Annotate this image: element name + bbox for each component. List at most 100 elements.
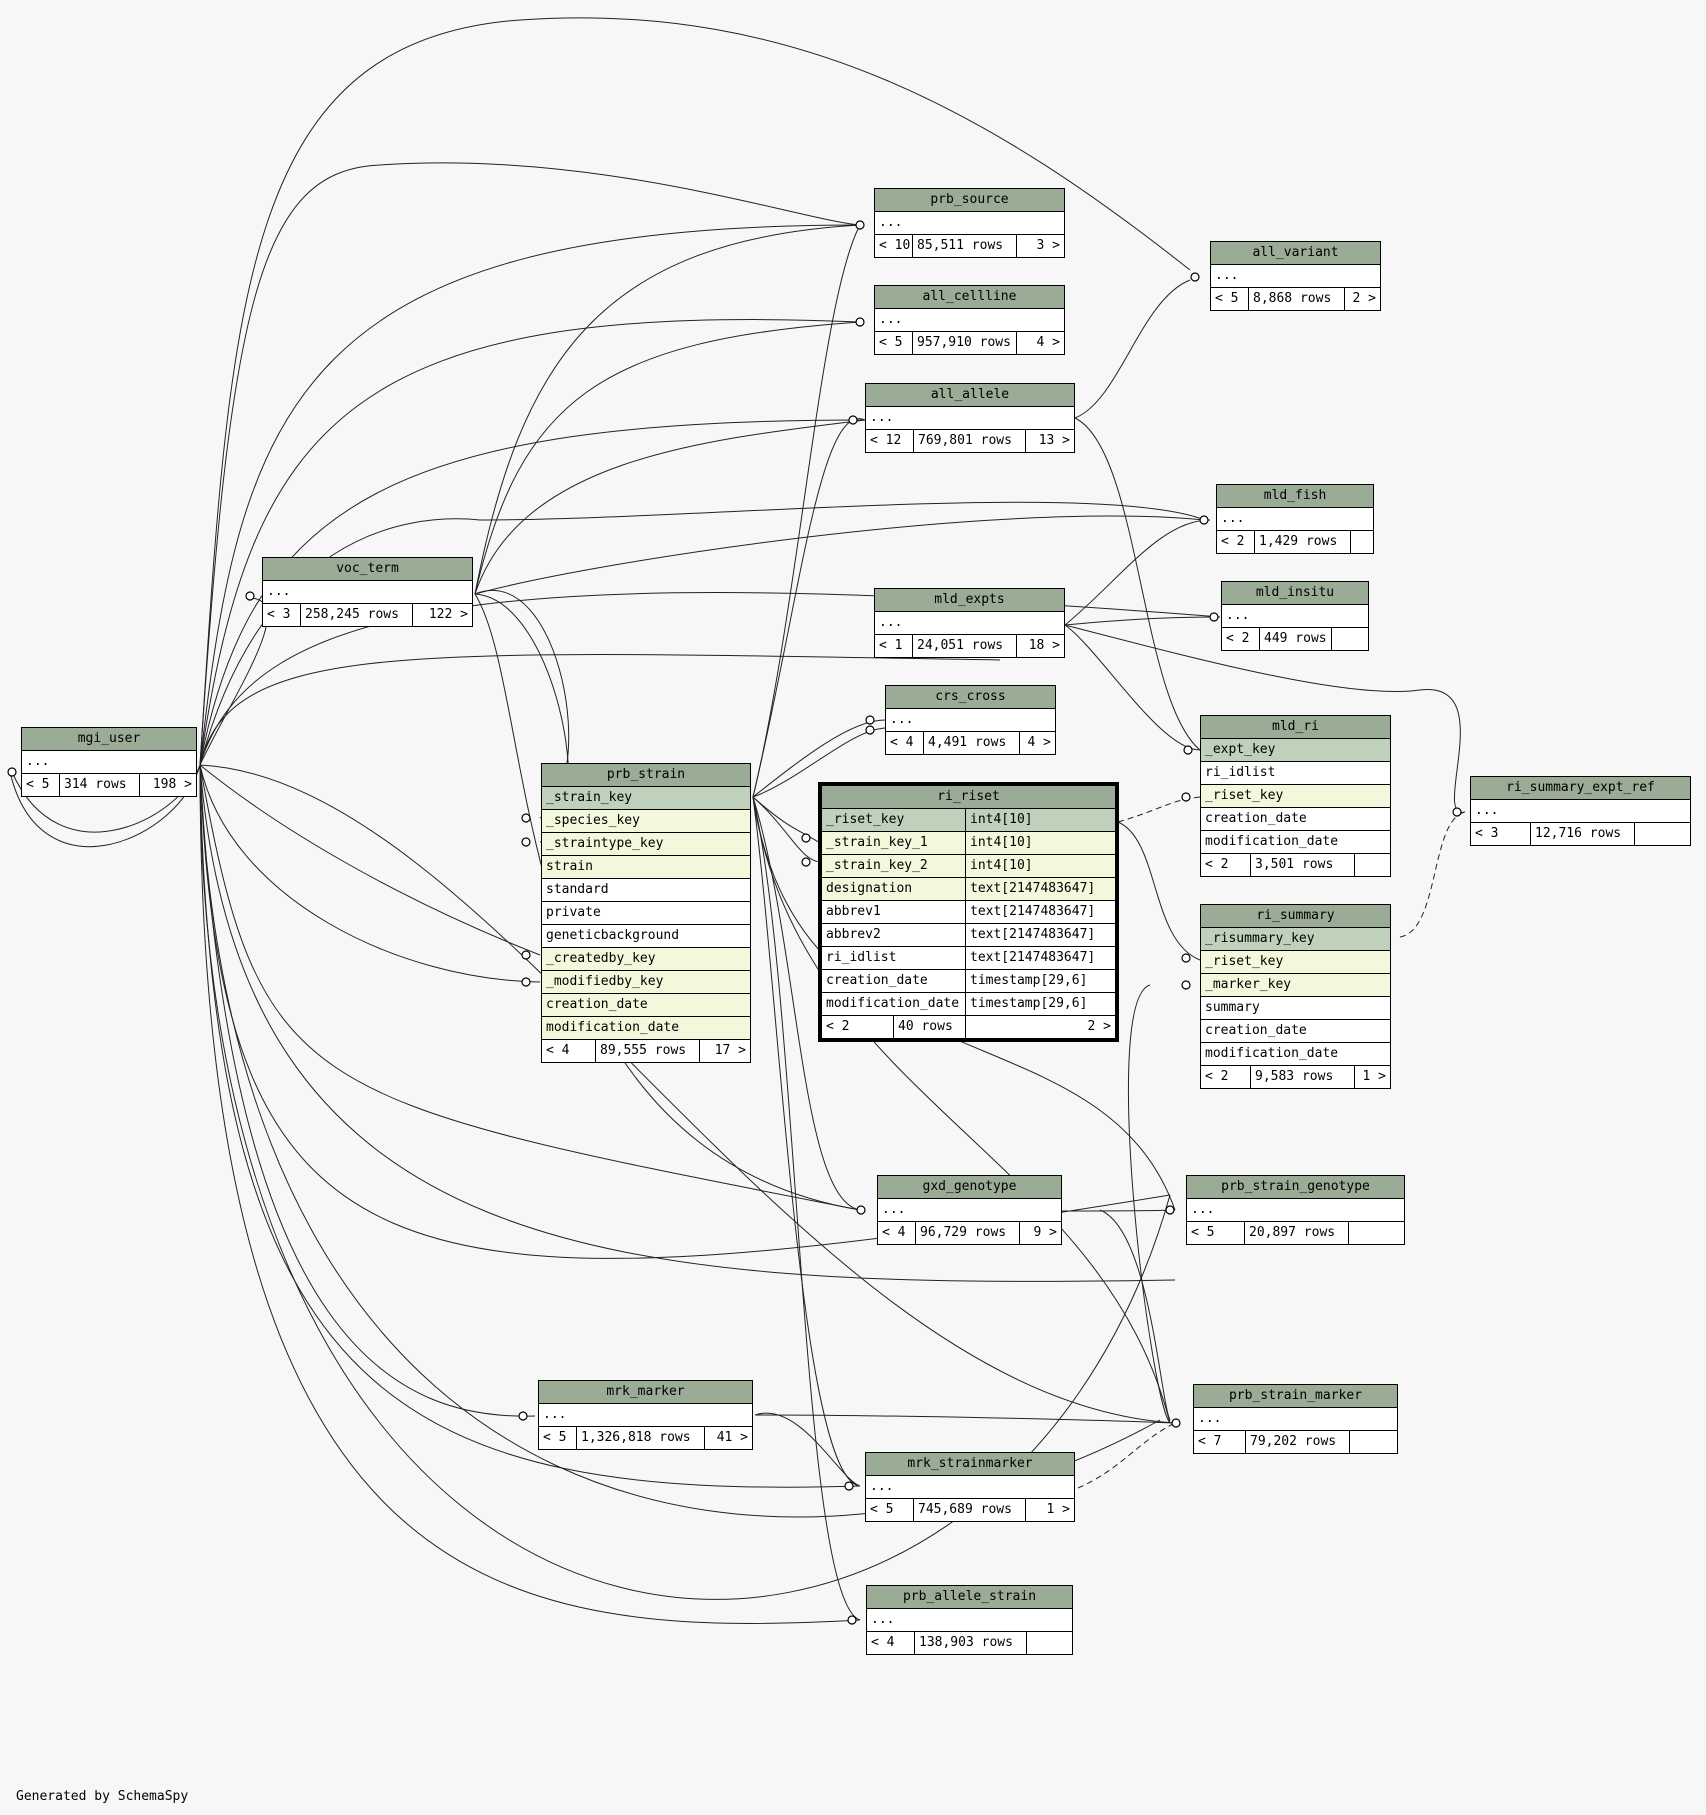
column-row[interactable]: _strain_key bbox=[542, 787, 750, 810]
parent-count[interactable]: < 7 bbox=[1194, 1431, 1246, 1453]
column-row[interactable]: geneticbackground bbox=[542, 925, 750, 948]
column-type: int4[10] bbox=[970, 835, 1033, 850]
table-mld-fish[interactable]: mld_fish ... < 2 1,429 rows bbox=[1216, 484, 1374, 554]
column-row[interactable]: _risummary_key bbox=[1201, 928, 1390, 951]
parent-count[interactable]: < 12 bbox=[866, 430, 914, 452]
child-count[interactable]: 122 > bbox=[428, 607, 468, 622]
column-row[interactable]: _straintype_key bbox=[542, 833, 750, 856]
row-count: 1,429 rows bbox=[1255, 531, 1351, 553]
parent-count[interactable]: < 5 bbox=[539, 1427, 577, 1449]
column-row[interactable]: _createdby_key bbox=[542, 948, 750, 971]
child-count[interactable]: 9 > bbox=[1033, 1225, 1057, 1240]
child-count[interactable] bbox=[1635, 823, 1690, 845]
parent-count[interactable]: < 5 bbox=[1187, 1222, 1245, 1244]
column-name: _risummary_key bbox=[1205, 931, 1315, 946]
column-row[interactable]: _riset_key bbox=[1201, 785, 1390, 808]
column-row[interactable]: strain bbox=[542, 856, 750, 879]
parent-count[interactable]: < 4 bbox=[867, 1632, 915, 1654]
parent-count[interactable]: < 2 bbox=[1222, 628, 1260, 650]
table-crs-cross[interactable]: crs_cross ... < 4 4,491 rows 4 > bbox=[885, 685, 1056, 755]
column-row[interactable]: private bbox=[542, 902, 750, 925]
parent-count[interactable]: < 5 bbox=[875, 332, 913, 354]
parent-count[interactable]: < 2 bbox=[1201, 854, 1251, 876]
table-mgi-user[interactable]: mgi_user ... < 5 314 rows 198 > bbox=[21, 727, 197, 797]
child-count[interactable]: 4 > bbox=[1036, 335, 1060, 350]
parent-count[interactable]: < 3 bbox=[263, 604, 301, 626]
column-row[interactable]: _expt_key bbox=[1201, 739, 1390, 762]
parent-count[interactable]: < 3 bbox=[1471, 823, 1531, 845]
table-prb-strain-genotype[interactable]: prb_strain_genotype ... < 5 20,897 rows bbox=[1186, 1175, 1405, 1245]
parent-count[interactable]: < 2 bbox=[822, 1016, 894, 1038]
table-all-cellline[interactable]: all_cellline ... < 5 957,910 rows 4 > bbox=[874, 285, 1065, 355]
column-row[interactable]: _modifiedby_key bbox=[542, 971, 750, 994]
child-count[interactable]: 2 > bbox=[1087, 1019, 1111, 1034]
child-count[interactable]: 18 > bbox=[1028, 638, 1060, 653]
child-count[interactable]: 4 > bbox=[1027, 735, 1051, 750]
child-count[interactable] bbox=[1350, 1431, 1397, 1453]
child-count[interactable]: 1 > bbox=[1046, 1502, 1070, 1517]
table-mld-insitu[interactable]: mld_insitu ... < 2 449 rows bbox=[1221, 581, 1369, 651]
parent-count[interactable]: < 4 bbox=[886, 732, 924, 754]
child-count[interactable]: 198 > bbox=[152, 777, 192, 792]
column-row[interactable]: modification_date bbox=[542, 1017, 750, 1040]
parent-count[interactable]: < 2 bbox=[1201, 1066, 1251, 1088]
column-row[interactable]: _marker_key bbox=[1201, 974, 1390, 997]
child-count[interactable] bbox=[1351, 531, 1373, 553]
table-mrk-marker[interactable]: mrk_marker ... < 5 1,326,818 rows 41 > bbox=[538, 1380, 753, 1450]
child-count[interactable] bbox=[1355, 854, 1390, 876]
parent-count[interactable]: < 4 bbox=[878, 1222, 916, 1244]
parent-count[interactable]: < 5 bbox=[866, 1499, 914, 1521]
column-row[interactable]: standard bbox=[542, 879, 750, 902]
child-count[interactable] bbox=[1332, 628, 1368, 650]
table-mrk-strainmarker[interactable]: mrk_strainmarker ... < 5 745,689 rows 1 … bbox=[865, 1452, 1075, 1522]
table-all-variant[interactable]: all_variant ... < 5 8,868 rows 2 > bbox=[1210, 241, 1381, 311]
child-count[interactable]: 13 > bbox=[1038, 433, 1070, 448]
column-name: modification_date bbox=[822, 993, 966, 1015]
column-row[interactable]: creation_date bbox=[542, 994, 750, 1017]
child-count[interactable]: 3 > bbox=[1036, 238, 1060, 253]
table-ri-summary[interactable]: ri_summary _risummary_key_riset_key_mark… bbox=[1200, 904, 1391, 1089]
parent-count[interactable]: < 5 bbox=[1211, 288, 1249, 310]
child-count[interactable]: 17 > bbox=[714, 1043, 746, 1058]
parent-count[interactable]: < 1 bbox=[875, 635, 913, 657]
parent-count[interactable]: < 4 bbox=[542, 1040, 596, 1062]
table-voc-term[interactable]: voc_term ... < 3 258,245 rows 122 > bbox=[262, 557, 473, 627]
table-prb-strain[interactable]: prb_strain _strain_key_species_key_strai… bbox=[541, 763, 751, 1063]
table-ri-summary-expt-ref[interactable]: ri_summary_expt_ref ... < 3 12,716 rows bbox=[1470, 776, 1691, 846]
child-count[interactable]: 2 > bbox=[1352, 291, 1376, 306]
parent-count[interactable]: < 2 bbox=[1217, 531, 1255, 553]
table-all-allele[interactable]: all_allele ... < 12 769,801 rows 13 > bbox=[865, 383, 1075, 453]
child-count[interactable] bbox=[1349, 1222, 1404, 1244]
column-type: text[2147483647] bbox=[970, 904, 1096, 919]
column-row[interactable]: modification_date bbox=[1201, 831, 1390, 854]
column-row[interactable]: creation_date bbox=[1201, 1020, 1390, 1043]
parent-count[interactable]: < 10 bbox=[875, 235, 913, 257]
parent-count[interactable]: < 5 bbox=[22, 774, 60, 796]
column-row[interactable]: _riset_key bbox=[1201, 951, 1390, 974]
column-row[interactable]: ri_idlist bbox=[1201, 762, 1390, 785]
child-count[interactable] bbox=[1027, 1632, 1072, 1654]
table-prb-source[interactable]: prb_source ... < 10 85,511 rows 3 > bbox=[874, 188, 1065, 258]
column-row[interactable]: _species_key bbox=[542, 810, 750, 833]
table-prb-strain-marker[interactable]: prb_strain_marker ... < 7 79,202 rows bbox=[1193, 1384, 1398, 1454]
column-row[interactable]: creation_date bbox=[1201, 808, 1390, 831]
table-gxd-genotype[interactable]: gxd_genotype ... < 4 96,729 rows 9 > bbox=[877, 1175, 1062, 1245]
column-row[interactable]: modification_date bbox=[1201, 1043, 1390, 1066]
table-mld-expts[interactable]: mld_expts ... < 1 24,051 rows 18 > bbox=[874, 588, 1065, 658]
child-count[interactable]: 41 > bbox=[716, 1430, 748, 1445]
child-count[interactable]: 1 > bbox=[1362, 1069, 1386, 1084]
table-ellipsis: ... bbox=[866, 1476, 1074, 1499]
column-row[interactable]: summary bbox=[1201, 997, 1390, 1020]
table-prb-allele-strain[interactable]: prb_allele_strain ... < 4 138,903 rows bbox=[866, 1585, 1073, 1655]
